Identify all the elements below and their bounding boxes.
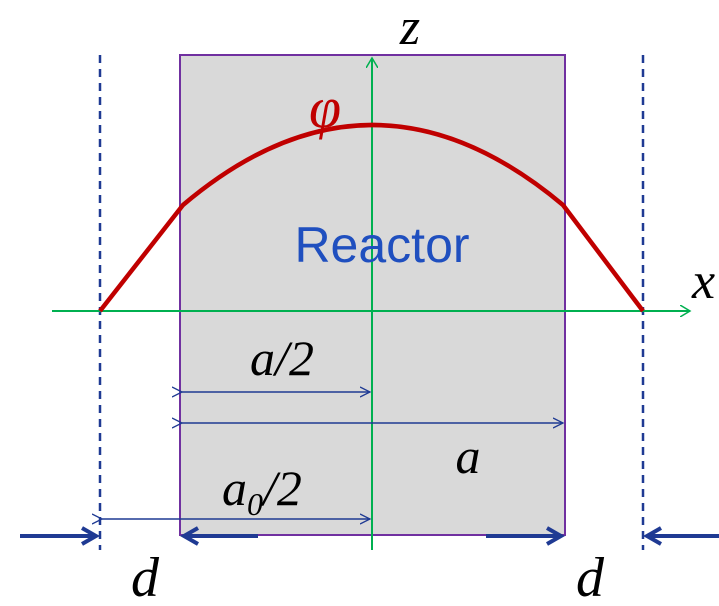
z-axis-label: z: [399, 0, 420, 56]
extrapolated-half-width-base: a: [222, 460, 247, 516]
half-width-label: a/2: [250, 330, 314, 386]
flux-label: φ: [309, 75, 341, 140]
extrapolated-half-width-subscript: 0: [247, 486, 263, 522]
extrapolated-half-width-tail: /2: [260, 460, 302, 516]
left-d-label: d: [131, 547, 160, 606]
reactor-label: Reactor: [294, 217, 469, 273]
extrapolated-half-width-label: a0/2: [222, 460, 302, 522]
right-d-label: d: [576, 547, 605, 606]
x-axis-label: x: [691, 253, 715, 310]
flux-curve: [98, 122, 645, 313]
width-label: a: [456, 428, 481, 484]
